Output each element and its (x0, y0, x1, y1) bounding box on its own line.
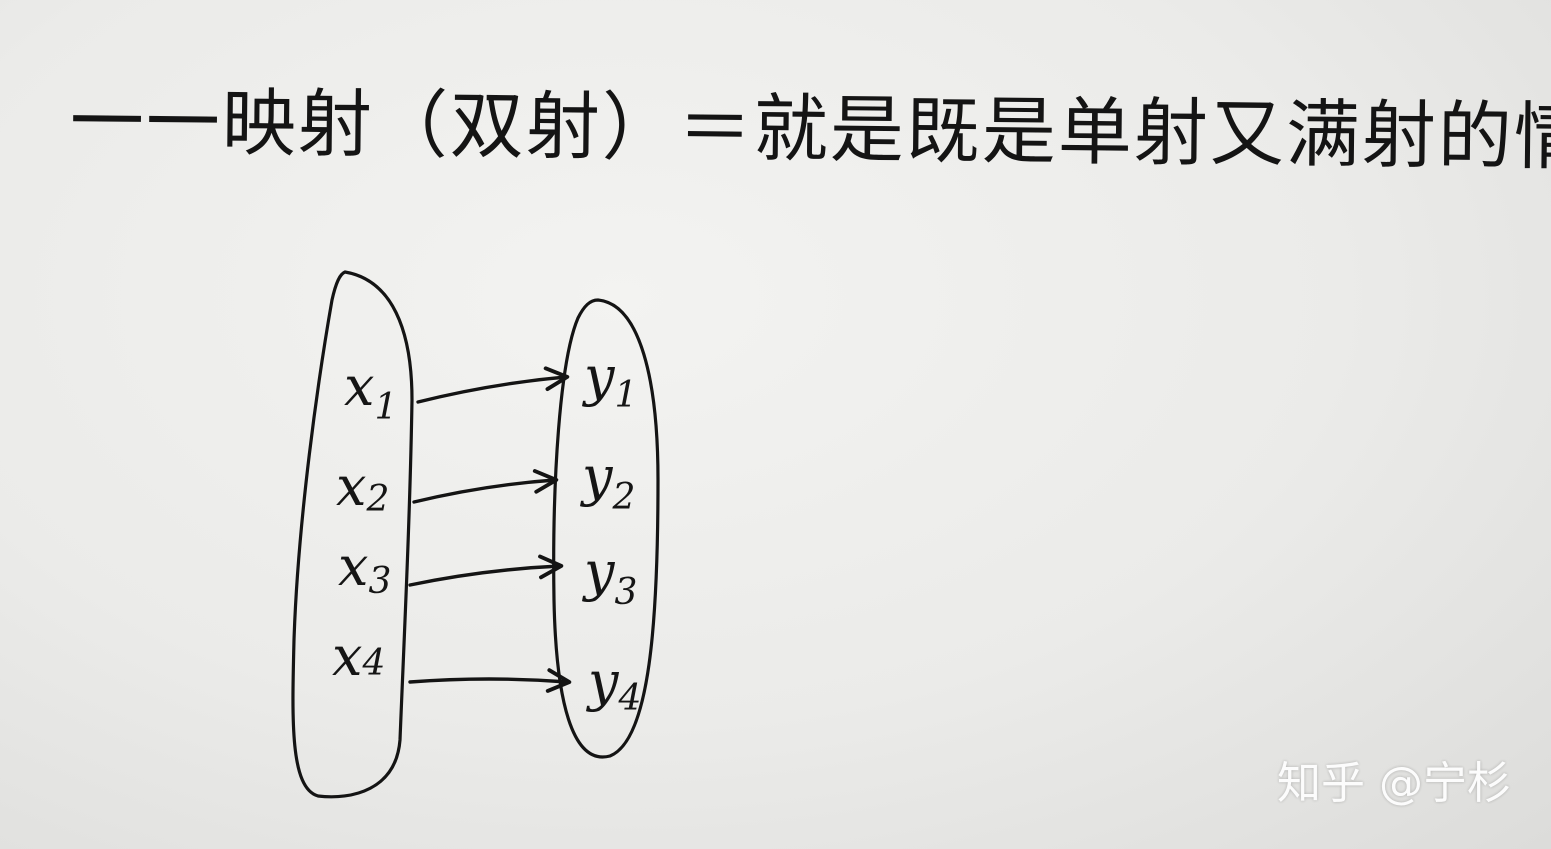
mapping-arrow-2 (408, 554, 564, 587)
domain-label-0: x1 (344, 355, 397, 428)
svg-text:y2: y2 (580, 445, 635, 518)
svg-text:y1: y1 (582, 345, 637, 416)
svg-text:x2: x2 (336, 455, 389, 520)
watermark-text: 知乎 @宁杉 (1277, 758, 1511, 809)
domain-label-3: x4 (332, 625, 385, 688)
svg-text:y3: y3 (582, 540, 637, 613)
codomain-label-3: y4 (586, 650, 641, 719)
svg-text:x4: x4 (332, 625, 385, 688)
codomain-label-2: y3 (582, 540, 637, 613)
svg-text:x1: x1 (344, 355, 397, 428)
codomain-label-1: y2 (580, 445, 635, 518)
domain-label-2: x3 (338, 535, 391, 602)
domain-set-outline (291, 270, 414, 799)
domain-label-1: x2 (336, 455, 389, 520)
svg-text:x3: x3 (338, 535, 391, 602)
svg-text:y4: y4 (586, 650, 641, 719)
mapping-arrow-0 (416, 366, 570, 404)
codomain-label-0: y1 (582, 345, 637, 416)
codomain-set-outline (552, 298, 660, 759)
mapping-arrow-3 (408, 668, 572, 693)
mapping-arrows (408, 366, 572, 693)
mapping-arrow-1 (412, 469, 559, 504)
